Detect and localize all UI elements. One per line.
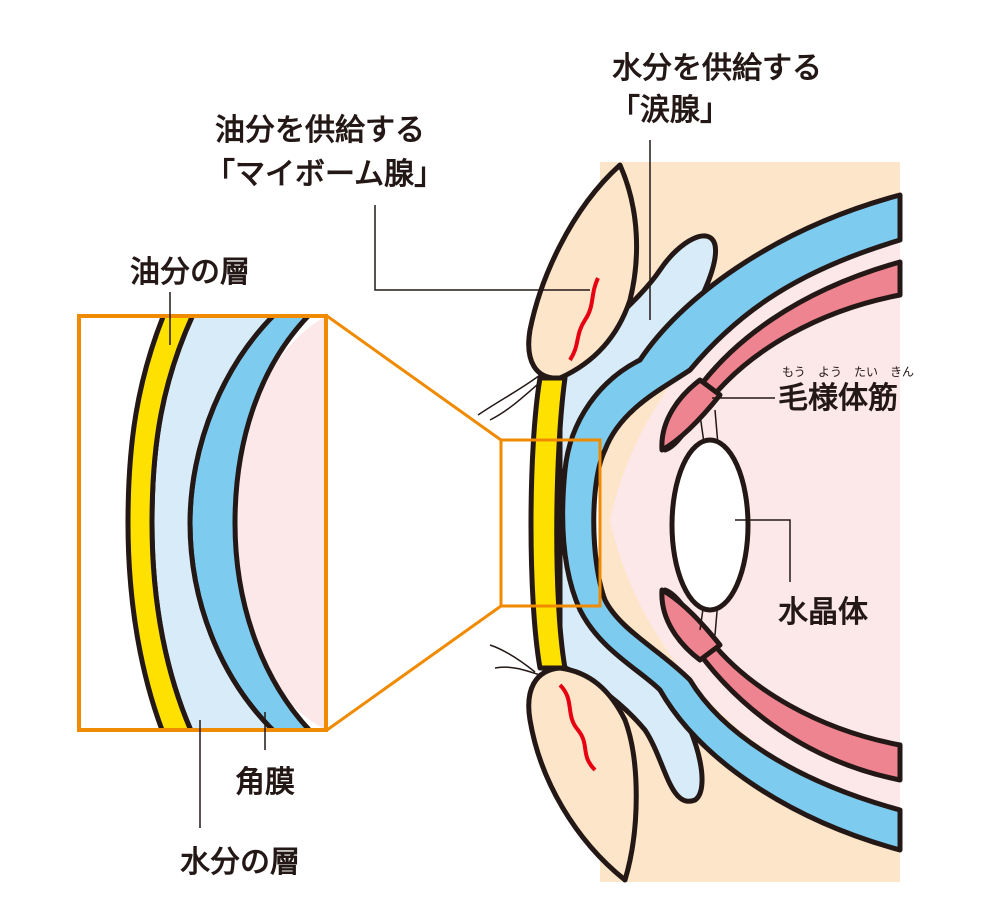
label-cornea: 角膜: [235, 765, 295, 800]
label-meibomian-line1: 油分を供給する: [215, 113, 425, 148]
ruby-you: よう: [818, 365, 842, 379]
label-ciliary-muscle: 毛様体筋: [778, 381, 898, 416]
leader-lens: [735, 519, 791, 582]
label-meibomian-line2: 「マイボーム腺」: [205, 157, 444, 192]
label-water-layer: 水分の層: [180, 845, 300, 880]
label-lacrimal-line1: 水分を供給する: [612, 51, 822, 86]
magnified-inset: [79, 316, 326, 730]
label-oil-layer: 油分の層: [130, 255, 250, 290]
label-lacrimal-line2: 「涙腺」: [610, 93, 730, 128]
highlight-box-small: [499, 438, 602, 608]
lens: [669, 437, 751, 613]
label-lens: 水晶体: [778, 595, 869, 630]
meibomian-gland-upper: [568, 277, 600, 362]
ciliary-muscle-upper: [659, 377, 723, 453]
highlight-box-large: [77, 314, 328, 732]
ruby-mou: もう: [782, 365, 806, 379]
ciliary-muscle-lower: [659, 587, 723, 663]
lower-eyelid: [526, 665, 639, 883]
ruby-kin: きん: [890, 365, 914, 379]
ruby-tai: たい: [854, 365, 878, 379]
oil-layer: [528, 375, 568, 671]
lower-eyelashes: [489, 644, 541, 676]
leader-meibomian: [374, 205, 590, 291]
meibomian-gland-lower: [558, 683, 597, 772]
sclera: [560, 192, 903, 853]
